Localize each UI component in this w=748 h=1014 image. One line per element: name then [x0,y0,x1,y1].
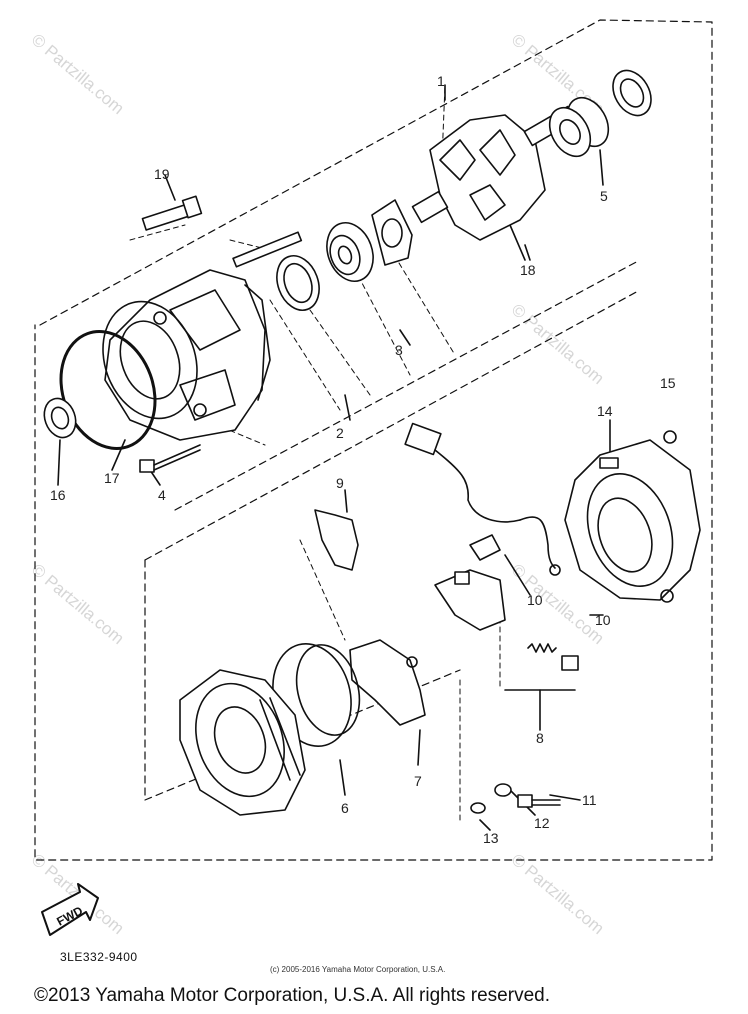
spring-8 [527,643,579,671]
label-part-5: 5 [600,188,608,204]
brush-holder [434,569,506,631]
label-part-17: 17 [104,470,120,486]
bolt-19 [141,195,203,231]
bearing-5 [548,96,610,158]
label-part-19: 19 [154,166,170,182]
bracket-10a [469,534,501,561]
washer-13 [470,802,486,814]
label-part-13: 13 [483,830,499,846]
rear-housing [179,669,306,816]
label-part-12: 12 [534,815,550,831]
bearing-plate [371,199,413,266]
diagram-code: 3LE332-9400 [60,950,138,964]
small-copyright: (c) 2005-2016 Yamaha Motor Corporation, … [270,965,446,974]
alternator-housing [102,269,271,441]
label-part-14: 14 [597,403,613,419]
fwd-arrow-icon [41,883,99,936]
regulator-7 [349,639,426,726]
label-part-8: 8 [536,730,544,746]
ring-2 [276,255,320,311]
label-part-4: 4 [158,487,166,503]
label-part-16: 16 [50,487,66,503]
clip-9 [314,509,359,571]
bolt-4 [139,444,201,473]
label-part-15: 15 [660,375,676,391]
rear-cover-14 [564,430,701,603]
stud-bolt [232,231,303,268]
washer-12 [494,783,512,797]
label-part-10a: 10 [527,592,543,608]
bearing-3 [326,222,374,282]
label-part-2: 2 [336,425,344,441]
seal-16 [43,397,77,439]
label-part-7: 7 [414,773,422,789]
label-part-3: 3 [395,342,403,358]
label-part-10b: 10 [595,612,611,628]
label-part-9: 9 [336,475,344,491]
label-part-18: 18 [520,262,536,278]
footer-copyright: ©2013 Yamaha Motor Corporation, U.S.A. A… [34,985,550,1006]
seal-top [612,69,652,117]
wire-connector [404,422,561,576]
screw-11 [517,794,561,808]
label-part-1: 1 [437,73,445,89]
label-part-11: 11 [582,792,597,808]
label-part-6: 6 [341,800,349,816]
